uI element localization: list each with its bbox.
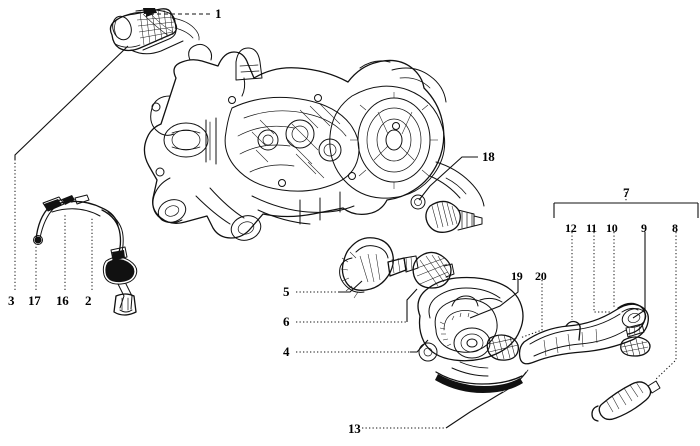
callout-17: 17 xyxy=(28,293,41,308)
crankcase-assembly xyxy=(143,43,485,241)
callout-13: 13 xyxy=(348,421,361,436)
callout-9: 9 xyxy=(641,221,647,235)
callout-1: 1 xyxy=(215,6,222,21)
callout-20: 20 xyxy=(535,269,547,283)
callout-7: 7 xyxy=(623,185,630,200)
callout-3: 3 xyxy=(8,293,15,308)
kick-start-sector-gear xyxy=(339,237,455,299)
callout-11: 11 xyxy=(586,221,597,235)
leader-lines xyxy=(14,11,699,429)
callout-4: 4 xyxy=(283,344,290,359)
starter-cable-assembly xyxy=(33,194,138,316)
transmission-cover xyxy=(417,276,529,395)
kick-start-lever-group xyxy=(518,302,661,422)
callout-6: 6 xyxy=(283,314,290,329)
callout-18: 18 xyxy=(482,149,495,164)
callout-2: 2 xyxy=(85,293,92,308)
callout-16: 16 xyxy=(56,293,69,308)
pinion-bolt-part xyxy=(410,194,483,233)
callout-5: 5 xyxy=(283,284,290,299)
starter-motor-part xyxy=(109,8,200,55)
callout-10: 10 xyxy=(606,221,618,235)
callout-19: 19 xyxy=(511,269,523,283)
callout-8: 8 xyxy=(672,221,678,235)
callout-12: 12 xyxy=(565,221,577,235)
